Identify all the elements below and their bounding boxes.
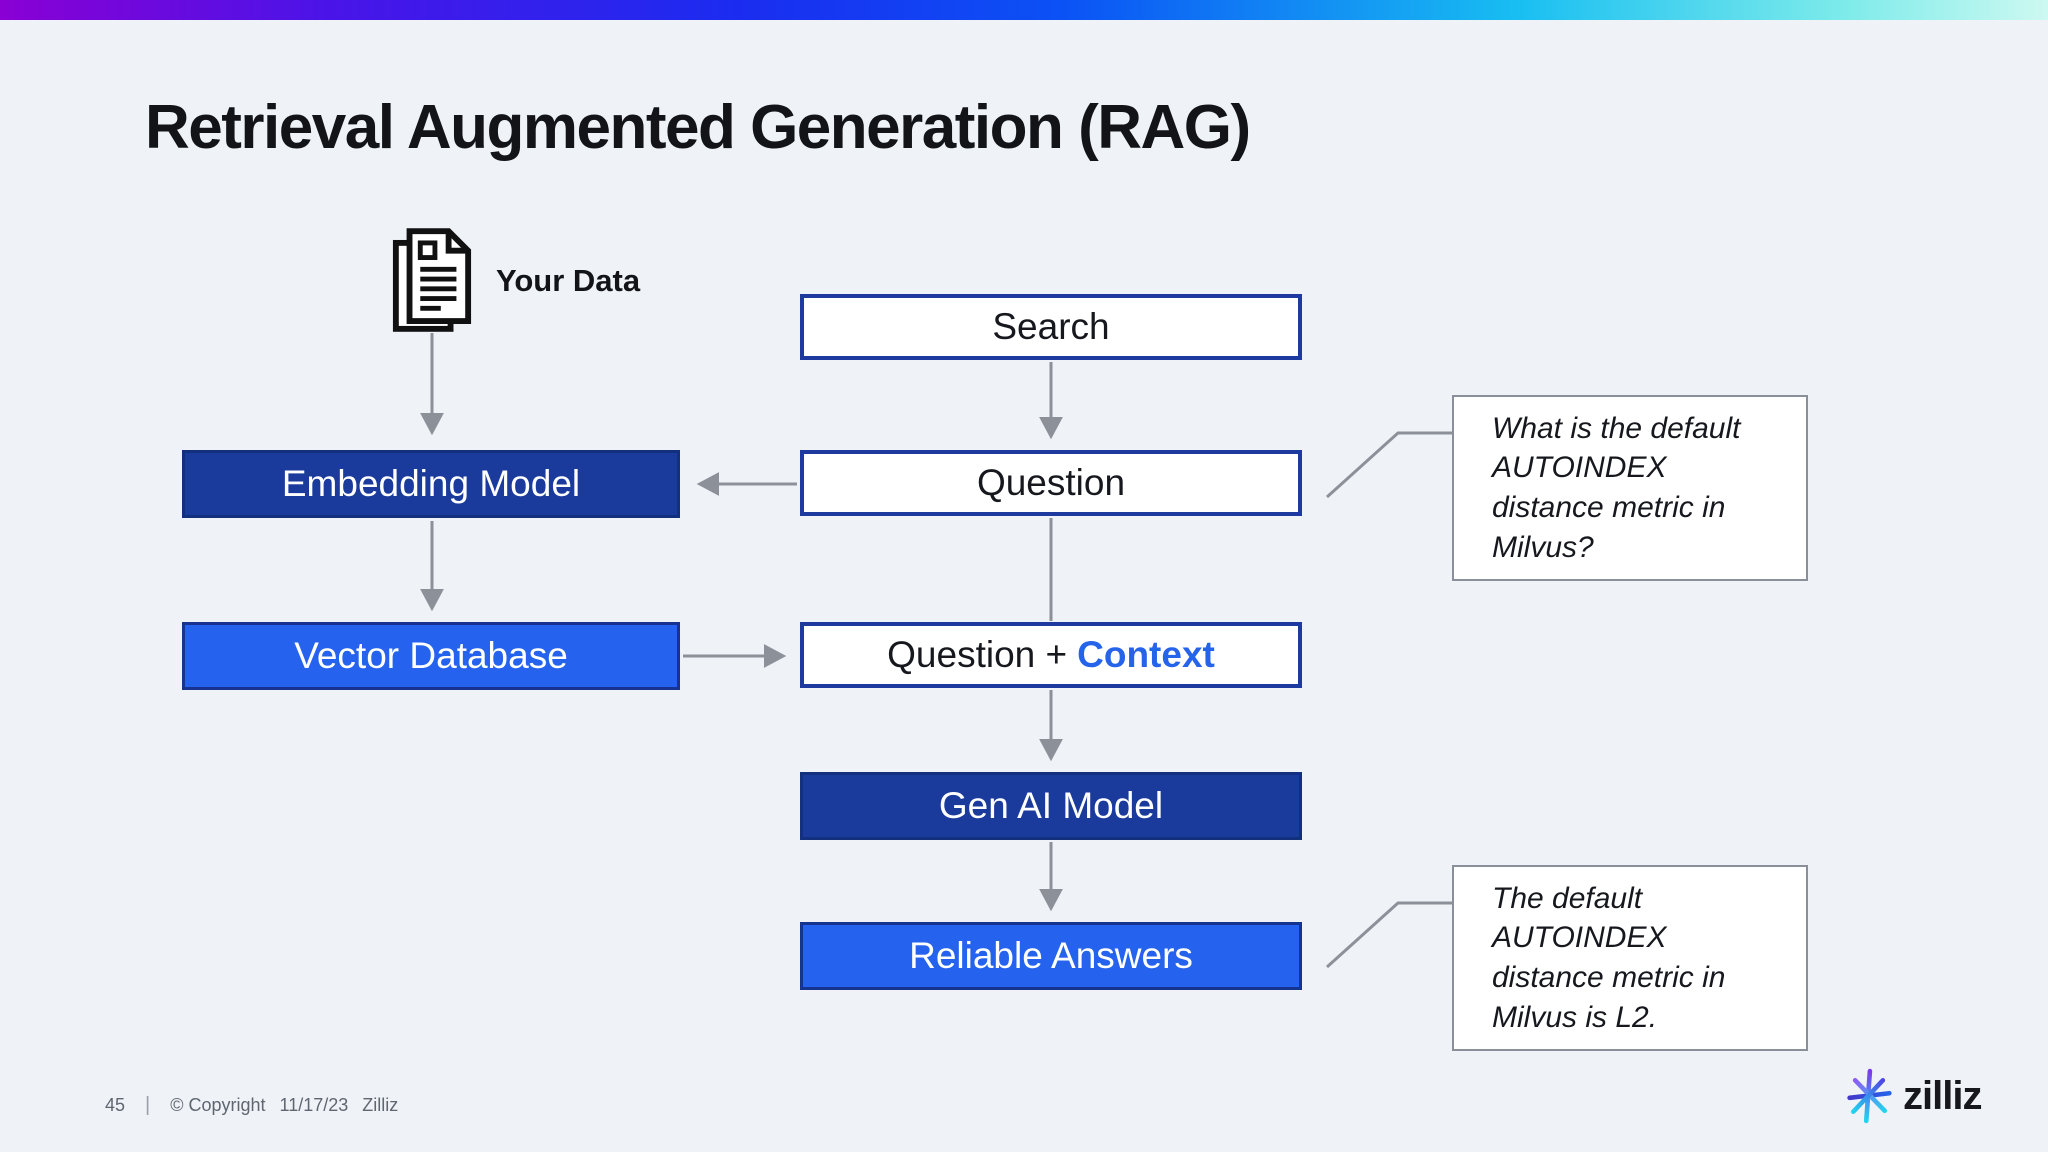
top-gradient-bar xyxy=(0,0,2048,20)
node-search: Search xyxy=(800,294,1302,360)
page-title: Retrieval Augmented Generation (RAG) xyxy=(145,93,1251,162)
node-vector-database: Vector Database xyxy=(182,622,680,690)
connector-question-callout xyxy=(1325,431,1452,499)
node-question-context-prefix: Question + xyxy=(887,634,1068,675)
node-gen-ai-model: Gen AI Model xyxy=(800,772,1302,840)
node-reliable-answers-label: Reliable Answers xyxy=(909,935,1193,976)
callout-question: What is the default AUTOINDEX distance m… xyxy=(1452,395,1808,581)
starburst-icon xyxy=(1847,1068,1892,1124)
footer: 45 | © Copyright 11/17/23 Zilliz xyxy=(105,1094,398,1117)
node-vector-database-label: Vector Database xyxy=(294,635,568,676)
footer-copyright: © Copyright xyxy=(170,1095,266,1115)
your-data-label: Your Data xyxy=(496,263,641,298)
document-stack-icon xyxy=(392,228,472,332)
callout-answer-text: The default AUTOINDEX distance metric in… xyxy=(1492,881,1726,1034)
node-embedding-model-label: Embedding Model xyxy=(281,463,581,504)
callout-question-text: What is the default AUTOINDEX distance m… xyxy=(1492,411,1741,564)
node-reliable-answers: Reliable Answers xyxy=(800,922,1302,990)
footer-page-number: 45 xyxy=(105,1095,126,1115)
node-question-label: Question xyxy=(976,462,1126,503)
callout-answer: The default AUTOINDEX distance metric in… xyxy=(1452,865,1808,1051)
footer-company: Zilliz xyxy=(362,1095,399,1115)
zilliz-logo-text: zilliz xyxy=(1903,1073,1982,1118)
node-question: Question xyxy=(800,450,1302,516)
node-question-context-highlight: Context xyxy=(1077,634,1215,675)
node-gen-ai-model-label: Gen AI Model xyxy=(938,785,1164,826)
node-embedding-model: Embedding Model xyxy=(182,450,680,518)
node-question-context: Question + Context xyxy=(800,622,1302,688)
footer-divider: | xyxy=(145,1094,151,1116)
footer-date: 11/17/23 xyxy=(279,1095,349,1115)
connector-answer-callout xyxy=(1325,901,1452,969)
node-search-label: Search xyxy=(992,306,1110,347)
your-data-group: Your Data xyxy=(390,226,770,336)
zilliz-logo: zilliz xyxy=(1845,1068,1982,1124)
